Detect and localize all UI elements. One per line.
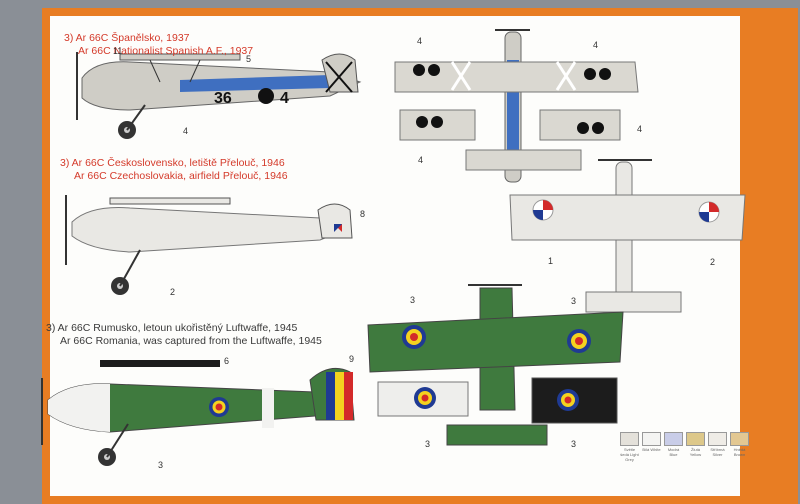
callout-number: 4 [183,126,189,136]
callout-number: 1 [548,256,554,266]
spanish-code-right: 4 [280,90,289,107]
callout-number: 6 [224,356,230,366]
spanish-top-view [394,29,639,183]
swatch-label: Stříbrná Silver [710,447,725,457]
caption-romania: 3) Ar 66C Rumusko, letoun ukořistěný Luf… [46,322,322,348]
paint-swatch: Světle šedá Light Grey [620,432,639,462]
paint-swatch: Hnědá Brown [730,432,749,462]
paint-swatch: Bílá White [642,432,661,462]
caption-czech-line1: 3) Ar 66C Československo, letiště Přelou… [60,157,285,169]
swatch-label: Modrá Blue [667,447,680,457]
swatch-label: Žlutá Yellow [689,447,702,457]
spanish-code-left: 36 [214,90,232,107]
swatch-label: Světle šedá Light Grey [620,447,639,462]
czech-top-view [509,159,746,313]
caption-romania-line1: 3) Ar 66C Rumusko, letoun ukořistěný Luf… [46,322,298,334]
callout-number: 5 [246,54,252,64]
callout-number: 11 [113,46,123,56]
swatch-color-box [642,432,661,446]
callout-number: 3 [158,460,164,470]
swatch-color-box [730,432,749,446]
caption-spanish-line2: Ar 66C Nationalist Spanish A.F., 1937 [78,45,254,57]
swatch-label: Bílá White [642,447,661,452]
callout-number: 3 [571,439,577,449]
callout-number: 3 [410,295,416,305]
caption-czech-line2: Ar 66C Czechoslovakia, airfield Přelouč,… [74,170,288,182]
callout-number: 2 [170,287,176,297]
caption-romania-line2: Ar 66C Romania, was captured from the Lu… [60,335,322,347]
callout-number: 4 [593,40,599,50]
callout-number: 4 [418,155,424,165]
czech-side-view [65,195,353,295]
caption-spanish-line1: 3) Ar 66C Španělsko, 1937 [64,32,190,44]
callout-number: 4 [417,36,423,46]
paint-swatch: Žlutá Yellow [686,432,705,462]
romania-top-view [367,284,624,446]
paint-swatch: Stříbrná Silver [708,432,727,462]
callout-number: 2 [710,257,716,267]
paint-legend: Světle šedá Light Grey Bílá White Modrá … [620,432,749,462]
caption-czech: 3) Ar 66C Československo, letiště Přelou… [60,157,288,183]
callout-number: 9 [349,354,355,364]
callout-number: 3 [425,439,431,449]
swatch-color-box [708,432,727,446]
swatch-label: Hnědá Brown [733,447,746,457]
paint-swatch: Modrá Blue [664,432,683,462]
romania-side-view [41,360,355,466]
spanish-side-view [76,52,362,139]
caption-spanish: 3) Ar 66C Španělsko, 1937 Ar 66C Nationa… [64,32,253,58]
callout-number: 8 [360,209,366,219]
callout-number: 3 [571,296,577,306]
callout-number: 4 [637,124,643,134]
swatch-color-box [686,432,705,446]
swatch-color-box [620,432,639,446]
swatch-color-box [664,432,683,446]
